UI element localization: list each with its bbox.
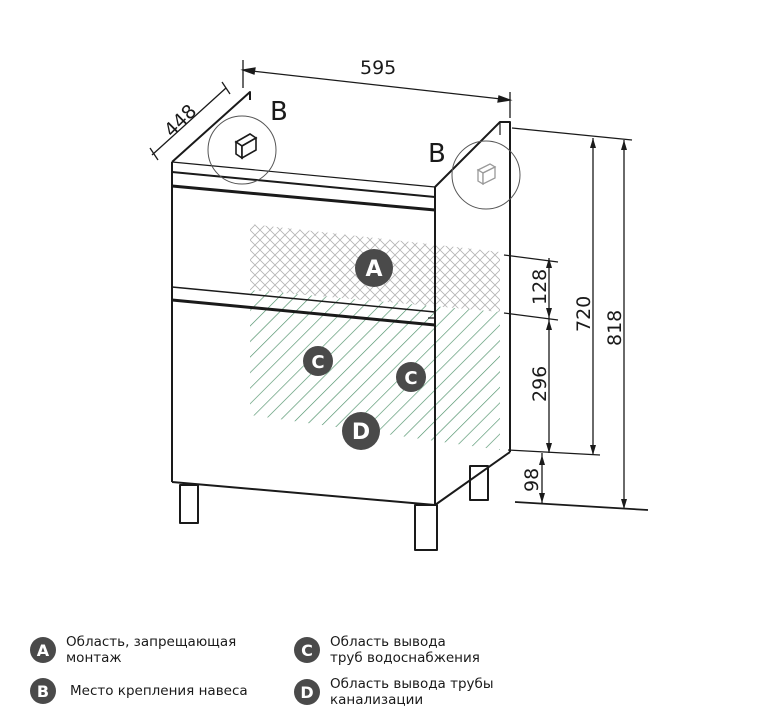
legend-badge-c: C <box>294 637 320 663</box>
depth-dimension <box>149 81 231 161</box>
height-dimensions <box>503 127 649 511</box>
svg-text:C: C <box>311 352 324 373</box>
legend: A Область, запрещающая монтаж B Место кр… <box>28 626 748 716</box>
width-label: 595 <box>360 57 396 79</box>
zone-cd-area <box>250 290 500 450</box>
cabinet-drawing: 595 448 128 296 98 <box>149 57 649 551</box>
hinge-left-letter: B <box>270 97 288 127</box>
svg-text:A: A <box>365 257 382 282</box>
zone-c-height-label: 296 <box>529 366 551 402</box>
height-arrows <box>539 138 627 509</box>
legend-text-d: Область вывода трубы канализации <box>330 676 494 708</box>
width-dimension <box>240 60 513 118</box>
legend-badge-a: A <box>30 637 56 663</box>
cabinet-body <box>171 91 511 551</box>
hinge-left-detail <box>207 115 277 185</box>
legend-badge-b: B <box>30 678 56 704</box>
zone-d-marker: D <box>342 412 380 450</box>
svg-text:D: D <box>352 420 370 445</box>
top-height-label: 720 <box>573 296 595 332</box>
total-height-label: 818 <box>604 310 626 346</box>
legend-text-b: Место крепления навеса <box>70 683 248 699</box>
depth-label: 448 <box>160 100 201 141</box>
legend-text-c: Область вывода труб водоснабжения <box>330 634 480 666</box>
zone-a-marker: A <box>355 249 393 287</box>
legend-badge-d: D <box>294 679 320 705</box>
hinge-right-detail <box>451 140 521 210</box>
hinge-right-letter: B <box>428 139 446 169</box>
zone-c-right-marker: C <box>396 362 426 392</box>
legend-item-b: B Место крепления навеса <box>30 678 248 704</box>
zone-c-left-marker: C <box>303 346 333 376</box>
legend-item-d: D Область вывода трубы канализации <box>294 676 494 708</box>
legend-item-c: C Область вывода труб водоснабжения <box>294 634 480 666</box>
legend-item-a: A Область, запрещающая монтаж <box>30 634 236 666</box>
leg-height-label: 98 <box>521 468 543 492</box>
svg-text:C: C <box>404 368 417 389</box>
zone-a-height-label: 128 <box>529 269 551 305</box>
legend-text-a: Область, запрещающая монтаж <box>66 634 237 666</box>
